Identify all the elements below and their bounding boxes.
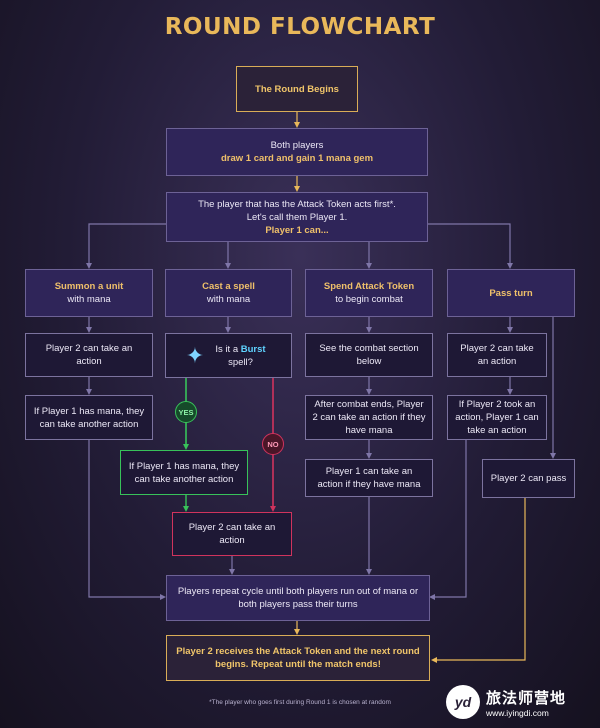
- cast-title: Cast a spell: [202, 281, 255, 292]
- watermark-url: www.iyingdi.com: [486, 707, 549, 718]
- first-player-line1: The player that has the Attack Token act…: [198, 198, 396, 210]
- burst-pre: Is it a: [215, 343, 239, 355]
- draw-card-line2: draw 1 card and gain 1 mana gem: [220, 153, 374, 164]
- combat-player1-text: Player 1 can take an action if they have…: [317, 466, 421, 490]
- round-end-text: Player 2 receives the Attack Token and t…: [176, 646, 420, 670]
- no-badge: NO: [262, 433, 284, 455]
- summon-player1-again: If Player 1 has mana, they can take anot…: [25, 395, 153, 440]
- first-player-line3: Player 1 can...: [265, 224, 329, 236]
- repeat-cycle-text: Players repeat cycle until both players …: [177, 586, 419, 610]
- player2-can-pass-node: Player 2 can pass: [482, 459, 575, 498]
- option-attack-token: Spend Attack Token to begin combat: [305, 269, 433, 317]
- watermark-text: 旅法师营地 www.iyingdi.com: [486, 687, 566, 718]
- option-pass-turn: Pass turn: [447, 269, 575, 317]
- option-summon-unit: Summon a unit with mana: [25, 269, 153, 317]
- attack-sub: to begin combat: [335, 294, 403, 305]
- burst-word: Burst: [240, 343, 266, 355]
- round-begins-label: The Round Begins: [255, 83, 339, 95]
- pass-player1-text: If Player 2 took an action, Player 1 can…: [455, 399, 539, 436]
- watermark-mark: yd: [446, 685, 480, 719]
- cast-sub: with mana: [206, 294, 251, 305]
- combat-player1-node: Player 1 can take an action if they have…: [305, 459, 433, 497]
- burst-question-text: Is it a Burst spell?: [210, 343, 285, 369]
- sparkle-icon: ✦: [185, 343, 205, 368]
- combat-see-section: See the combat section below: [305, 333, 433, 377]
- watermark-logo: yd 旅法师营地 www.iyingdi.com: [446, 682, 596, 722]
- pass-player2-action: Player 2 can take an action: [447, 333, 547, 377]
- footnote: *The player who goes first during Round …: [209, 699, 391, 706]
- combat-after-text: After combat ends, Player 2 can take an …: [312, 399, 426, 436]
- summon-player2-text: Player 2 can take an action: [45, 343, 133, 367]
- burst-post: spell?: [228, 356, 253, 368]
- combat-see-text: See the combat section below: [319, 343, 419, 367]
- round-end-node: Player 2 receives the Attack Token and t…: [166, 635, 430, 681]
- page-title: ROUND FLOWCHART: [164, 14, 436, 40]
- burst-question-node: ✦ Is it a Burst spell?: [165, 333, 292, 378]
- summon-title: Summon a unit: [54, 281, 124, 292]
- attack-title: Spend Attack Token: [323, 281, 415, 292]
- yes-badge: YES: [175, 401, 197, 423]
- first-player-line2: Let's call them Player 1.: [246, 211, 348, 223]
- repeat-cycle-node: Players repeat cycle until both players …: [166, 575, 430, 621]
- cast-player1-text: If Player 1 has mana, they can take anot…: [128, 460, 240, 485]
- option-cast-spell: Cast a spell with mana: [165, 269, 292, 317]
- draw-card-node: Both players draw 1 card and gain 1 mana…: [166, 128, 428, 176]
- summon-sub: with mana: [67, 294, 111, 305]
- cast-player1-again: If Player 1 has mana, they can take anot…: [120, 450, 248, 495]
- cast-player2-action: Player 2 can take an action: [172, 512, 292, 556]
- pass-player2-text: Player 2 can take an action: [460, 343, 534, 367]
- player2-can-pass-text: Player 2 can pass: [490, 473, 567, 484]
- first-player-node: The player that has the Attack Token act…: [166, 192, 428, 242]
- combat-after-node: After combat ends, Player 2 can take an …: [305, 395, 433, 440]
- cast-player2-text: Player 2 can take an action: [188, 522, 276, 546]
- summon-player2-action: Player 2 can take an action: [25, 333, 153, 377]
- round-begins-node: The Round Begins: [236, 66, 358, 112]
- pass-player1-followup: If Player 2 took an action, Player 1 can…: [447, 395, 547, 440]
- draw-card-line1: Both players: [270, 140, 324, 151]
- watermark-name: 旅法师营地: [486, 689, 567, 707]
- pass-title: Pass turn: [489, 287, 533, 299]
- summon-player1-text: If Player 1 has mana, they can take anot…: [33, 405, 145, 430]
